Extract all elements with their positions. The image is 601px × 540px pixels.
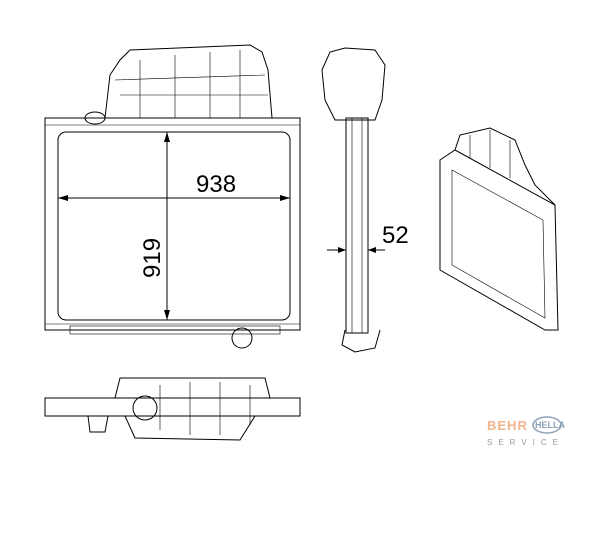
height-label: 919 [139, 238, 166, 278]
side-view: 52 [321, 47, 409, 353]
outer-frame [44, 117, 301, 331]
svg-text:HELLA: HELLA [535, 420, 565, 430]
front-view: 938 919 [44, 44, 301, 349]
core [57, 131, 291, 321]
height-dimension: 919 [139, 132, 170, 320]
width-dimension: 938 [58, 171, 290, 201]
top-tank [84, 44, 273, 125]
behr-hella-logo: BEHR HELLA SERVICE [487, 416, 565, 447]
bottom-outlet [69, 325, 281, 349]
isometric-view [439, 127, 559, 331]
svg-text:SERVICE: SERVICE [487, 438, 564, 447]
svg-text:BEHR: BEHR [487, 418, 528, 433]
width-label: 938 [196, 171, 236, 198]
depth-label: 52 [382, 222, 409, 249]
bottom-view [44, 377, 301, 441]
